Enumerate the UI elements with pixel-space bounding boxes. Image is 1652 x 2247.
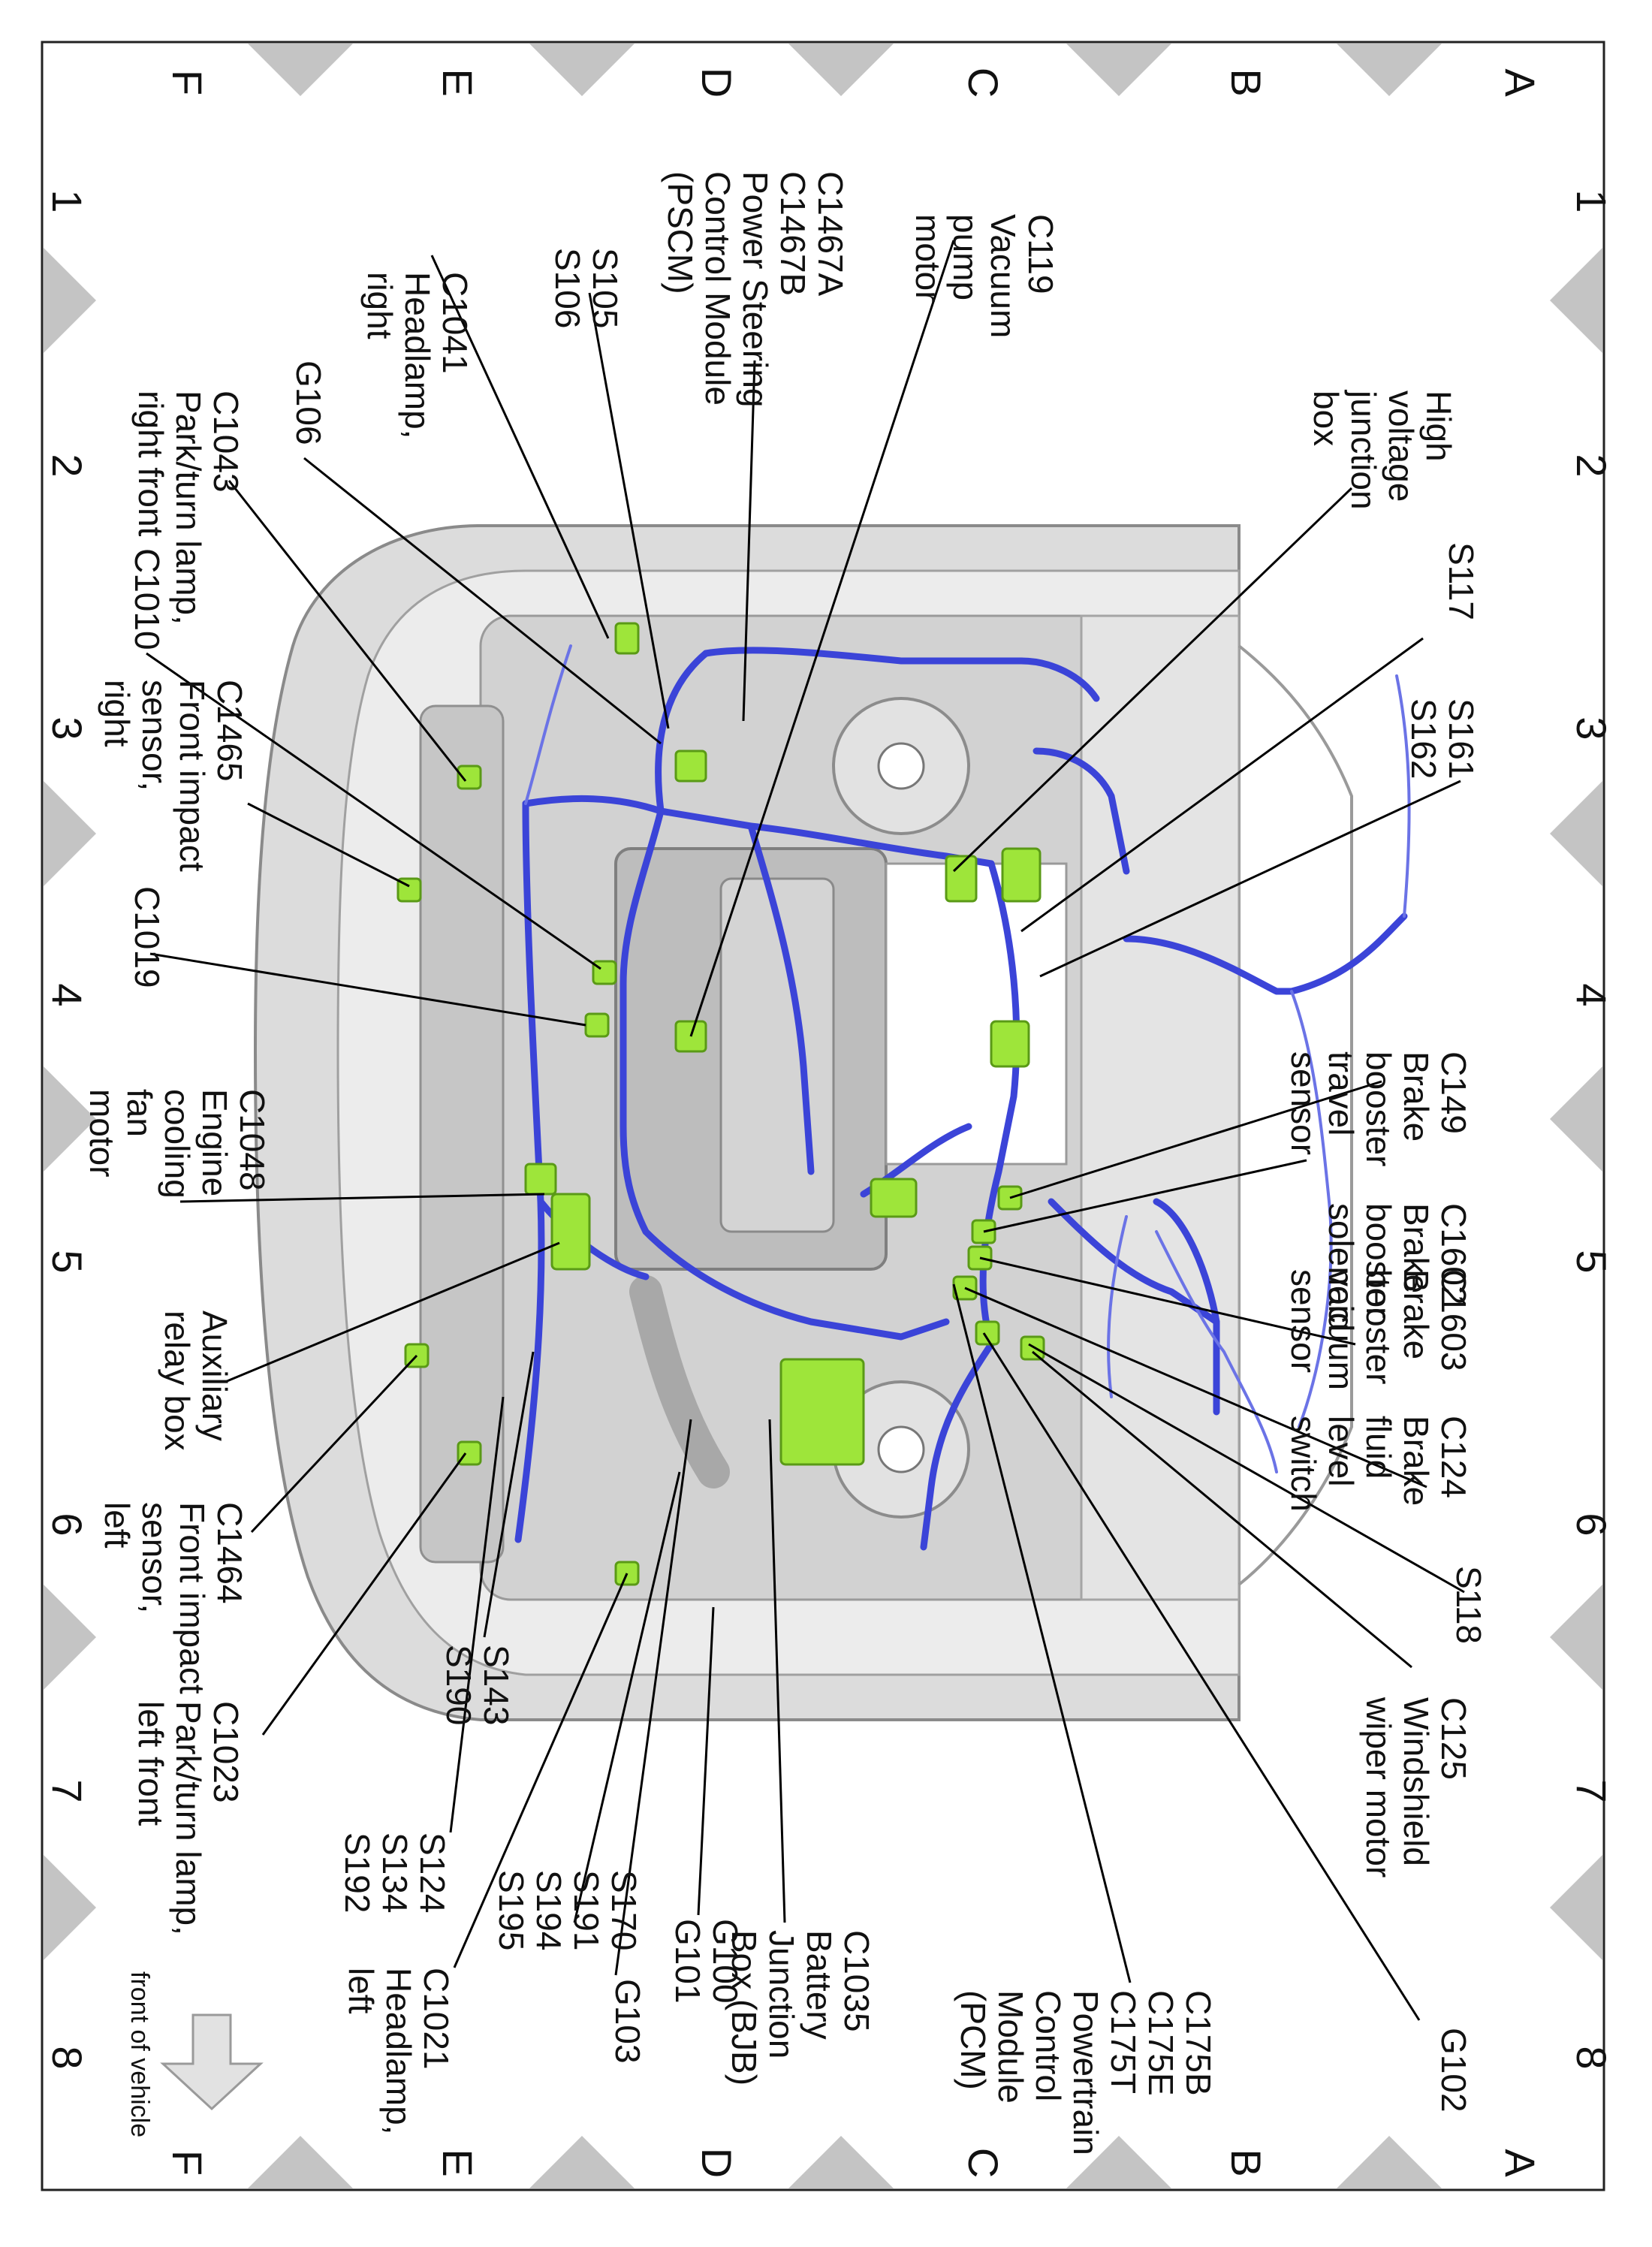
grid-letter: C — [960, 2148, 1007, 2178]
callout-c175: C175B C175E C175T Powertrain Control Mod… — [954, 1990, 1218, 2165]
grid-number: 4 — [44, 983, 91, 1006]
grid-markers-bottom — [248, 2136, 1442, 2188]
grid-number: 2 — [44, 454, 91, 477]
grid-number: 7 — [1568, 1779, 1615, 1802]
radiator-support — [419, 704, 505, 1564]
grid-letter: F — [164, 2150, 211, 2176]
connector-c125 — [1020, 1335, 1045, 1361]
grid-markers-right — [1550, 248, 1602, 1960]
grid-number: 3 — [44, 716, 91, 740]
callout-g102: G102 — [1434, 2028, 1473, 2113]
callout-s118: S118 — [1449, 1566, 1488, 1644]
air-intake-duct — [629, 1275, 730, 1488]
callout-c1048: C1048 Engine cooling fan motor — [83, 1089, 272, 1208]
callout-s105: S105 S106 — [548, 248, 625, 338]
aux-relay-connector — [550, 1193, 591, 1271]
callout-hv-box: High voltage junction box — [1307, 389, 1458, 519]
strut-tower-left-hole — [877, 1425, 925, 1473]
valve-cover — [719, 877, 835, 1233]
connector-engine-1 — [870, 1178, 918, 1218]
grid-number: 2 — [1568, 454, 1615, 477]
front-of-vehicle-label: front of vehicle — [125, 1971, 154, 2137]
cowl-outline — [1237, 644, 1353, 1586]
callout-c1602: C1602 Brake booster solenoid — [1322, 1203, 1473, 1332]
grid-number: 1 — [1568, 189, 1615, 213]
grid-number: 7 — [44, 1779, 91, 1802]
callout-g106: G106 — [289, 360, 328, 445]
callout-labels: C119 Vacuum pump motor C1467A C1467B Pow… — [83, 171, 1488, 2165]
callout-c1035: C1035 Battery Junction Box (BJB) — [725, 1930, 876, 2086]
grid-letter: C — [960, 68, 1007, 98]
grid-letter: A — [1497, 68, 1544, 97]
connector-c1041 — [614, 622, 640, 655]
connector-c1019 — [584, 1012, 610, 1038]
grid-number: 4 — [1568, 983, 1615, 1006]
connector-hv — [945, 855, 978, 903]
callout-s170: S170 S191 S194 S195 — [492, 1870, 644, 1960]
grid-number: 1 — [44, 189, 91, 213]
callout-c1010: C1010 — [128, 548, 167, 650]
grid-letter: D — [693, 2148, 740, 2178]
connector-c1467 — [674, 750, 707, 783]
callout-s161: S161 S162 — [1404, 698, 1481, 789]
callout-c1041: C1041 Headlamp, right — [360, 272, 475, 448]
bjb-connector — [779, 1358, 865, 1466]
callout-g103: G103 — [608, 1979, 647, 2064]
connector-c1048 — [524, 1163, 557, 1196]
grid-number: 6 — [1568, 1513, 1615, 1536]
grid-letter: B — [1222, 68, 1270, 96]
grid-numbers-right: 1 2 3 4 5 6 7 8 — [1568, 189, 1615, 2069]
grid-numbers-left: 1 2 3 4 5 6 7 8 — [44, 189, 91, 2069]
callout-c1043: C1043 Park/turn lamp, right front — [131, 391, 246, 635]
grid-letter: B — [1222, 2149, 1270, 2176]
callout-c119: C119 Vacuum pump motor — [909, 214, 1060, 348]
callout-s124: S124 S134 S192 — [338, 1832, 452, 1923]
diagram-frame — [41, 41, 1605, 2191]
callout-c1464: C1464 Front impact sensor, left — [98, 1502, 249, 1703]
callout-c1019: C1019 — [128, 886, 167, 988]
grid-number: 5 — [1568, 1250, 1615, 1273]
callout-c1603: C1603 Brake booster vacuum sensor — [1284, 1269, 1473, 1400]
callout-c124: C124 Brake fluid level switch — [1284, 1416, 1473, 1516]
grid-letter: D — [693, 68, 740, 98]
callout-c149: C149 Brake booster travel sensor — [1284, 1051, 1473, 1176]
connector-c1023 — [457, 1440, 482, 1466]
vehicle-illustration — [253, 524, 1353, 1721]
grid-letter: E — [434, 2149, 481, 2176]
grid-number: 8 — [1568, 2046, 1615, 2069]
callout-aux-relay: Auxiliary relay box — [158, 1310, 234, 1451]
pcm-connector — [1001, 847, 1042, 903]
callout-c1021: C1021 Headlamp, left — [342, 1968, 456, 2144]
wiring-harness — [514, 647, 1408, 1551]
front-arrow-shape — [160, 2013, 264, 2111]
grid-letters-top: A B C D E F — [164, 68, 1544, 98]
grid-number: 8 — [44, 2046, 91, 2069]
grid-letters-bottom: A B C D E F — [164, 2148, 1544, 2178]
callout-c1023: C1023 Park/turn lamp, left front — [131, 1701, 246, 1945]
callout-s117: S117 — [1442, 542, 1481, 620]
callout-c1465: C1465 Front impact sensor, right — [98, 680, 249, 881]
connector-c1043 — [457, 765, 482, 790]
bay-opening — [885, 862, 1068, 1166]
strut-tower-right-hole — [877, 742, 925, 790]
grid-letter: E — [434, 68, 481, 96]
grid-markers-top — [248, 44, 1442, 96]
grid-letter: F — [164, 70, 211, 95]
grid-markers-left — [44, 248, 96, 1960]
front-of-vehicle-marker: front of vehicle — [125, 1971, 264, 2137]
wiring-harness-thin — [524, 644, 1411, 1473]
cowl-area — [1080, 614, 1241, 1601]
grid-number: 6 — [44, 1513, 91, 1536]
grid-number: 5 — [44, 1250, 91, 1273]
connector-g102 — [975, 1320, 1000, 1346]
callout-s143: S143 S190 — [439, 1645, 516, 1735]
callout-c1467: C1467A C1467B Power Steering Control Mod… — [661, 171, 850, 417]
callout-c125: C125 Windshield wiper motor — [1359, 1697, 1473, 1878]
connector-engine-2 — [990, 1020, 1030, 1068]
grid-letter: A — [1497, 2149, 1544, 2177]
callout-g100: G100 G101 — [668, 1919, 745, 2013]
grid-number: 3 — [1568, 716, 1615, 740]
leader-lines — [146, 240, 1465, 2021]
